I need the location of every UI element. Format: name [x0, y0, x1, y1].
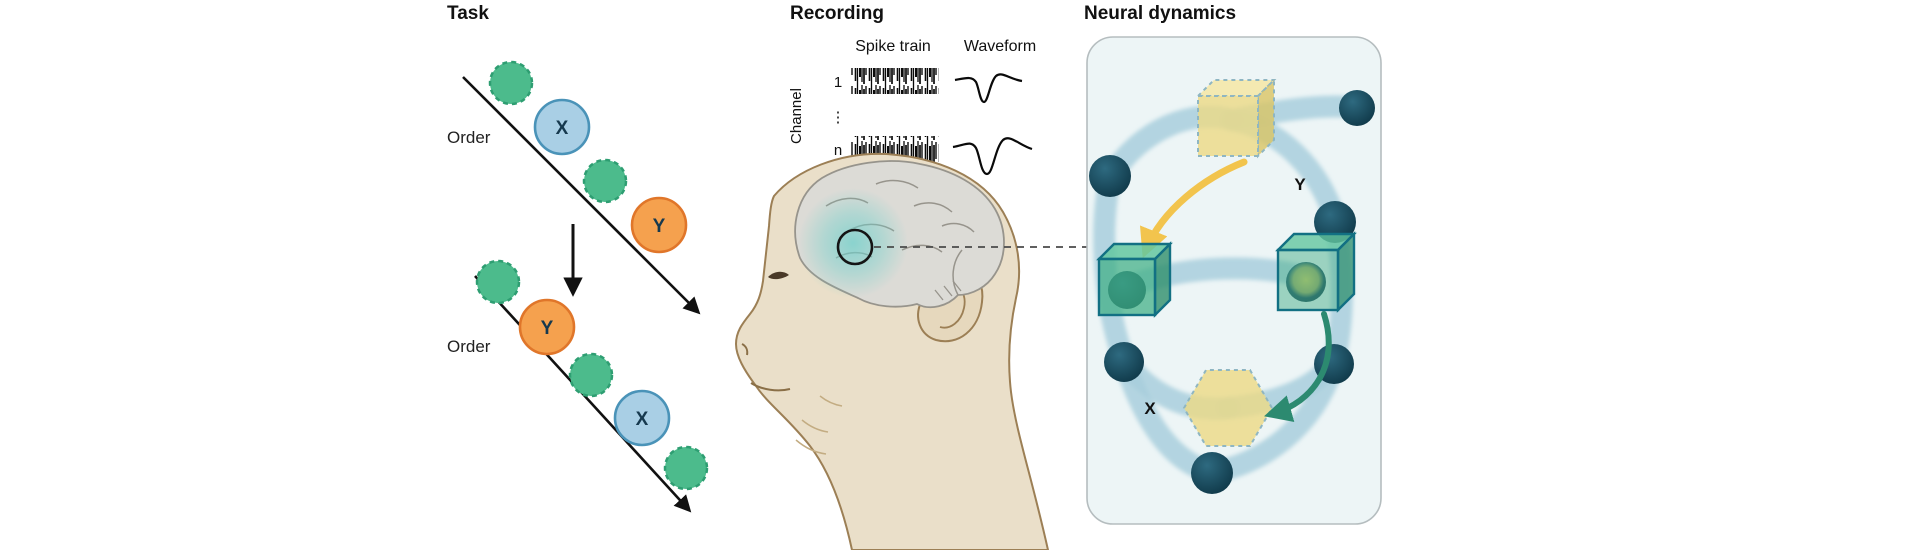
- neural-panel-content: Y X: [1089, 77, 1375, 494]
- state-hexagon-x: [1182, 369, 1274, 447]
- waveform-channel-1: [954, 73, 1023, 104]
- channel-axis-label: Channel: [788, 88, 805, 144]
- monkey-fur-strokes: [795, 395, 843, 455]
- cue-letter: X: [636, 409, 649, 430]
- monkey-mouth: [750, 382, 791, 392]
- manifold-node: [1104, 342, 1144, 382]
- monkey-illustration: [734, 152, 1087, 550]
- recording-panel: Recording Spike train Waveform Channel 1…: [734, 3, 1087, 550]
- monkey-nostril: [741, 343, 749, 356]
- transition-arrow-yellow: [1140, 158, 1248, 259]
- neural-dynamics-title: Neural dynamics: [1084, 3, 1236, 24]
- task-panel: Task X Y Order Y X Order: [447, 3, 709, 513]
- state-cube-right: [1275, 231, 1357, 313]
- channel-last: n: [834, 142, 842, 159]
- waveform-channel-n: [952, 137, 1033, 176]
- sequence-1-arrow: [462, 76, 701, 315]
- cue-circle-y: [518, 298, 576, 356]
- spike-train-label: Spike train: [855, 38, 931, 55]
- cue-letter: Y: [541, 318, 554, 339]
- manifold-node: [1089, 155, 1131, 197]
- filler-circle: [475, 259, 521, 305]
- waveform-label: Waveform: [964, 38, 1036, 55]
- channel-first: 1: [834, 74, 842, 91]
- spike-train-channel-1: [851, 68, 939, 94]
- state-cube-left: [1096, 241, 1173, 318]
- order-label-1: Order: [447, 128, 491, 147]
- filler-circle: [568, 352, 614, 398]
- recording-site-highlight: [798, 188, 908, 298]
- cue-letter: Y: [653, 216, 666, 237]
- task-sequence-2: Y X: [474, 259, 709, 513]
- filler-circle: [582, 158, 628, 204]
- manifold-node: [1191, 452, 1233, 494]
- cue-circle-x: [613, 389, 671, 447]
- recording-title: Recording: [790, 3, 884, 24]
- manifold-node: [1314, 201, 1356, 243]
- monkey-eye: [768, 271, 789, 280]
- filler-circle: [488, 60, 534, 106]
- transition-arrow-teal: [1264, 311, 1332, 422]
- state-label-x: X: [1144, 399, 1156, 418]
- cue-circle-x: [533, 98, 591, 156]
- task-title: Task: [447, 3, 489, 24]
- neural-dynamics-panel: Neural dynamics: [1084, 3, 1382, 525]
- cue-circle-y: [630, 196, 688, 254]
- recording-site-circle: [836, 228, 874, 266]
- order-label-2: Order: [447, 337, 491, 356]
- cue-letter: X: [556, 118, 569, 139]
- manifold-node: [1339, 90, 1375, 126]
- state-cube-y: [1195, 77, 1277, 159]
- task-sequence-1: X Y: [462, 60, 701, 315]
- state-label-y: Y: [1294, 175, 1306, 194]
- filler-circle: [663, 445, 709, 491]
- channel-ellipsis: ⋮: [831, 109, 846, 126]
